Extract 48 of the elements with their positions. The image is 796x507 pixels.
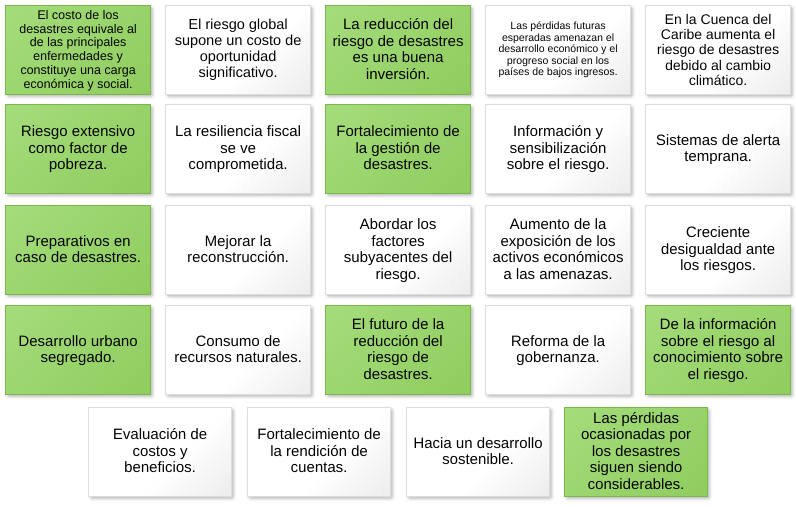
box-text: Consumo de recursos naturales. [173,334,303,366]
text-box [88,407,232,497]
text-box [325,205,471,295]
box-text: Creciente desigualdad ante los riesgos. [660,225,776,275]
text-box [485,5,631,95]
box-text: Riesgo extensivo como factor de pobreza. [20,124,136,174]
text-box [5,5,151,95]
box-text: El futuro de la reducción del riesgo de desastres. [350,317,446,383]
text-box [645,305,791,395]
text-box [564,407,708,497]
text-box [406,407,550,497]
box-text: Información y sensibilización sobre el riesgo. [506,124,610,174]
box-text: El riesgo global supone un costo de oportunidad significativo. [174,18,302,82]
box-text: La resiliencia fiscal se ve comprometida. [174,124,302,174]
text-box [645,104,791,194]
text-box [325,5,471,95]
box-text: Desarrollo urbano segregado. [17,334,139,366]
box-text: Preparativos en caso de desastres. [14,234,142,266]
box-text: Las pérdidas futuras esperadas amenazan el desarrollo económico y el progreso social en los países de bajos ingresos. [497,21,619,79]
text-box [5,104,151,194]
box-text: Hacia un desarrollo sostenible. [413,436,543,468]
text-box [165,305,311,395]
box-text: Las pérdidas ocasionadas por los desastres siguen siendo considerables. [580,410,692,494]
text-box [325,305,471,395]
text-box [247,407,391,497]
box-text: Aumento de la exposición de los activos económicos a las amenazas. [492,217,624,283]
box-text: De la información sobre el riesgo al conocimiento sobre el riesgo. [652,317,784,383]
text-box [485,104,631,194]
box-text: Evaluación de costos y beneficios. [112,427,208,477]
text-box [645,5,791,95]
box-text: Reforma de la gobernanza. [510,334,606,366]
box-text: Fortalecimiento de la rendición de cuentas. [256,427,382,477]
box-text: La reducción del riesgo de desastres es una buena inversión. [332,17,464,83]
text-box [325,104,471,194]
text-box [165,104,311,194]
text-box [485,305,631,395]
text-box [165,205,311,295]
box-text: Mejorar la reconstrucción. [186,234,290,266]
text-box [5,305,151,395]
box-text: En la Cuenca del Caribe aumenta el riesgo de desastres debido al cambio climático. [656,12,780,88]
box-text: Sistemas de alerta temprana. [654,132,782,166]
box-text: El costo de los desastres equivale al de las principales enfermedades y constituye una carga económica y social. [18,8,138,92]
text-box [165,5,311,95]
text-box [5,205,151,295]
text-box [485,205,631,295]
box-text: Abordar los factores subyacentes del riesgo. [342,217,454,283]
text-box [645,205,791,295]
box-text: Fortalecimiento de la gestión de desastres. [335,124,461,174]
